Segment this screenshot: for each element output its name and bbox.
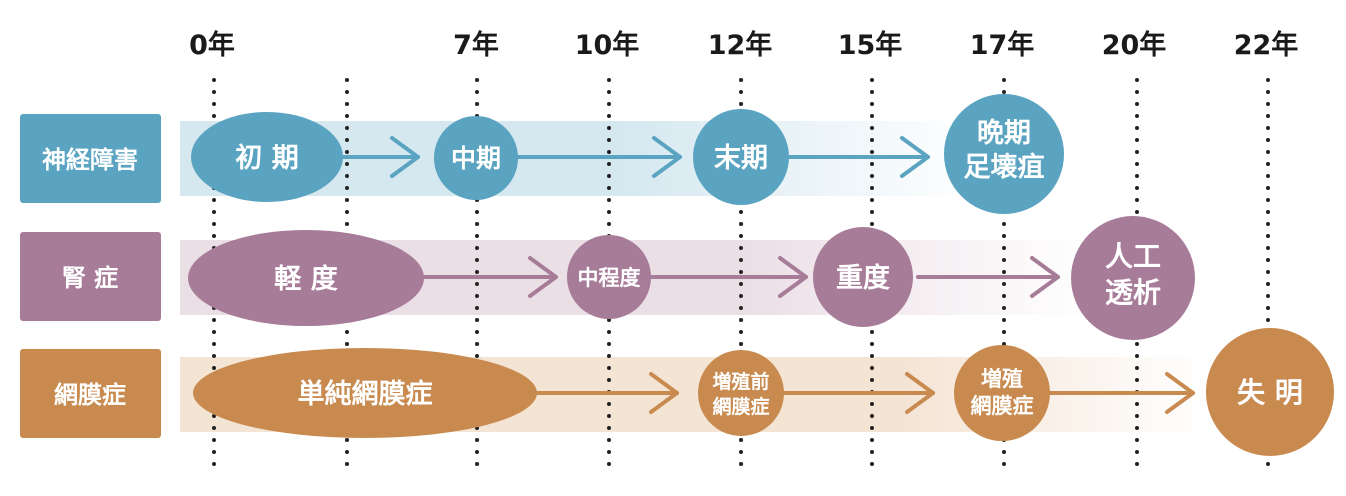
stage-label: 中程度 [578, 266, 641, 290]
row-label-nephropathy: 腎 症 [62, 264, 118, 292]
row-label-nephropathy-box [20, 232, 161, 321]
stage-blindness-retinopathy [1206, 328, 1334, 456]
row-label-retinopathy-box [20, 349, 161, 438]
retinopathy-arrows [533, 372, 1195, 414]
stage-label: 網膜症 [712, 395, 769, 418]
year-label: 10年 [575, 29, 640, 61]
stage-label: 軽 度 [274, 263, 337, 295]
stage-mild-nephropathy [188, 230, 424, 326]
nephropathy-arrows [418, 256, 1060, 298]
stage-late-neuropathy [693, 109, 789, 205]
stage-simple-retinopathy [193, 348, 537, 438]
stage-label: 人工 [1105, 240, 1161, 273]
year-label: 22年 [1234, 29, 1299, 61]
year-axis: 0年 7年 10年 12年 15年 17年 20年 22年 [189, 29, 1298, 61]
stage-moderate-nephropathy [567, 235, 651, 319]
stage-label: 足壊疽 [964, 152, 1045, 183]
stage-early-neuropathy [191, 112, 343, 202]
stage-label: 透析 [1105, 276, 1161, 309]
year-label: 0年 [189, 29, 235, 61]
year-label: 7年 [453, 29, 499, 61]
neuropathy-arrows [338, 136, 930, 178]
stage-label: 中期 [451, 144, 501, 173]
stage-proliferative-retinopathy [954, 345, 1050, 441]
year-label: 12年 [708, 29, 773, 61]
stage-label: 単純網膜症 [298, 378, 433, 410]
stage-label: 初 期 [235, 143, 298, 174]
stage-middle-neuropathy [434, 116, 518, 200]
year-label: 20年 [1102, 29, 1167, 61]
stage-label: 増殖 [981, 367, 1023, 391]
row-label-neuropathy: 神経障害 [42, 146, 138, 174]
row-label-neuropathy-box [20, 114, 161, 203]
stage-label: 末期 [714, 143, 768, 174]
stage-dialysis-nephropathy [1071, 216, 1195, 340]
stage-label: 増殖前 [712, 370, 769, 393]
stage-label: 重度 [836, 262, 890, 294]
stage-label: 網膜症 [971, 394, 1034, 418]
year-label: 17年 [970, 29, 1035, 61]
stage-label: 失 明 [1237, 376, 1303, 409]
year-label: 15年 [838, 29, 903, 61]
stage-gangrene-neuropathy [944, 94, 1064, 214]
stage-label: 晩期 [977, 118, 1031, 149]
stage-preproliferative-retinopathy [698, 350, 784, 436]
row-label-retinopathy: 網膜症 [54, 381, 126, 409]
stage-severe-nephropathy [813, 227, 913, 327]
